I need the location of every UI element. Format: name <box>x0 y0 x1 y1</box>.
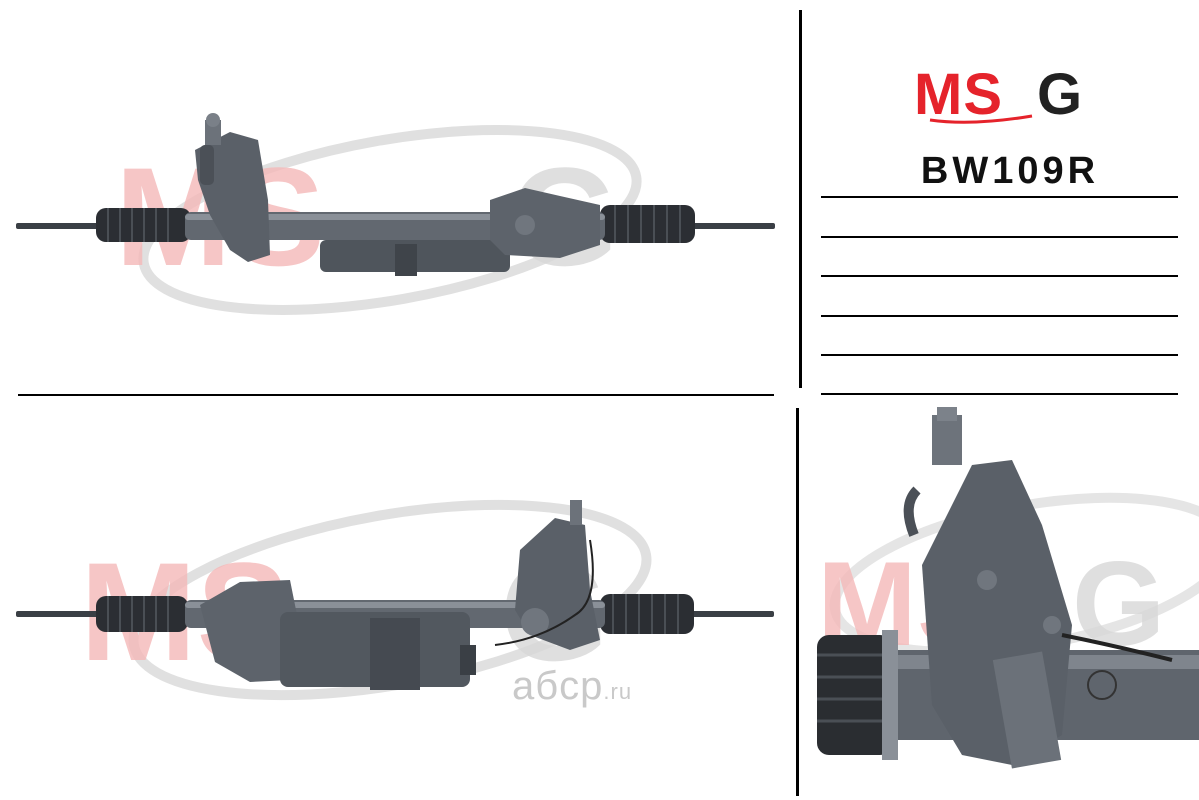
blank-line <box>821 393 1178 395</box>
blank-line <box>821 354 1178 356</box>
vertical-divider-top <box>799 10 802 388</box>
vertical-divider-bottom <box>796 408 799 796</box>
blank-line <box>821 236 1178 238</box>
steering-rack-top-view: MS G <box>0 0 790 390</box>
blank-line <box>821 275 1178 277</box>
svg-text:MS: MS <box>914 62 1003 127</box>
abcp-watermark-main: aбcp <box>512 664 604 708</box>
svg-text:G: G <box>1037 62 1083 127</box>
abcp-watermark-suffix: .ru <box>603 679 633 704</box>
abcp-watermark: aбcp.ru <box>512 664 632 709</box>
steering-rack-closeup: MS G <box>812 405 1199 800</box>
blank-line <box>821 196 1178 198</box>
blank-line <box>821 315 1178 317</box>
product-code: BW109R <box>920 150 1100 192</box>
steering-rack-bottom-view: MS G <box>0 400 790 800</box>
msg-logo: MS G <box>912 62 1102 132</box>
horizontal-divider-left <box>18 394 774 396</box>
